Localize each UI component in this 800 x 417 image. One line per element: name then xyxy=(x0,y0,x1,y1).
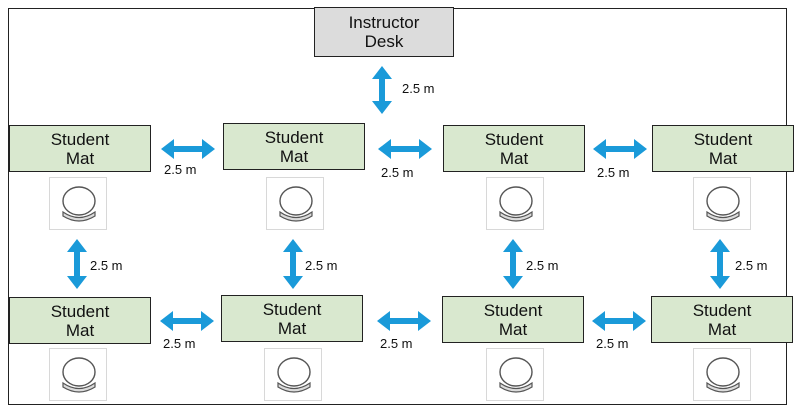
chair-r1-c2 xyxy=(266,177,324,230)
mat-label-line2: Mat xyxy=(65,320,95,340)
double-arrow-icon xyxy=(377,311,431,331)
distance-label-col1: 2.5 m xyxy=(90,258,123,273)
double-arrow-icon xyxy=(160,311,214,331)
mat-label-line2: Mat xyxy=(279,146,309,166)
mat-label-line2: Mat xyxy=(499,148,529,168)
double-arrow-icon xyxy=(593,139,647,159)
distance-label-r2-a: 2.5 m xyxy=(163,336,196,351)
double-arrow-icon xyxy=(710,239,730,289)
student-mat-r1-c2: Student Mat xyxy=(223,123,365,170)
double-arrow-icon xyxy=(503,239,523,289)
mat-label-line2: Mat xyxy=(498,319,528,339)
double-arrow-icon xyxy=(283,239,303,289)
chair-r2-c3 xyxy=(486,348,544,401)
instructor-desk-label-line1: Instructor xyxy=(348,13,420,32)
distance-label-col3: 2.5 m xyxy=(526,258,559,273)
mat-label-line2: Mat xyxy=(708,148,738,168)
chair-icon xyxy=(706,357,740,393)
double-arrow-icon xyxy=(67,239,87,289)
chair-icon xyxy=(62,186,96,222)
distance-label-r1-b: 2.5 m xyxy=(381,165,414,180)
chair-icon xyxy=(706,186,740,222)
student-mat-r2-c2: Student Mat xyxy=(221,295,363,342)
chair-r2-c4 xyxy=(693,348,751,401)
distance-label-desk: 2.5 m xyxy=(402,81,435,96)
mat-label-line1: Student xyxy=(484,129,544,149)
mat-label-line2: Mat xyxy=(707,319,737,339)
mat-label-line2: Mat xyxy=(65,148,95,168)
distance-label-r2-b: 2.5 m xyxy=(380,336,413,351)
double-arrow-icon xyxy=(378,139,432,159)
student-mat-r2-c4: Student Mat xyxy=(651,296,793,343)
mat-label-line1: Student xyxy=(50,129,110,149)
student-mat-r1-c4: Student Mat xyxy=(652,125,794,172)
chair-r1-c3 xyxy=(486,177,544,230)
mat-label-line1: Student xyxy=(262,299,322,319)
distance-label-col2: 2.5 m xyxy=(305,258,338,273)
chair-icon xyxy=(499,186,533,222)
chair-icon xyxy=(277,357,311,393)
student-mat-r2-c1: Student Mat xyxy=(9,297,151,344)
distance-label-r1-a: 2.5 m xyxy=(164,162,197,177)
student-mat-r2-c3: Student Mat xyxy=(442,296,584,343)
chair-icon xyxy=(499,357,533,393)
double-arrow-icon xyxy=(161,139,215,159)
mat-label-line1: Student xyxy=(692,300,752,320)
student-mat-r1-c3: Student Mat xyxy=(443,125,585,172)
mat-label-line1: Student xyxy=(264,127,324,147)
double-arrow-icon xyxy=(372,66,392,114)
distance-label-r1-c: 2.5 m xyxy=(597,165,630,180)
chair-icon xyxy=(279,186,313,222)
double-arrow-icon xyxy=(592,311,646,331)
distance-label-r2-c: 2.5 m xyxy=(596,336,629,351)
chair-icon xyxy=(62,357,96,393)
chair-r2-c1 xyxy=(49,348,107,401)
chair-r1-c4 xyxy=(693,177,751,230)
mat-label-line1: Student xyxy=(483,300,543,320)
chair-r1-c1 xyxy=(49,177,107,230)
mat-label-line2: Mat xyxy=(277,318,307,338)
distance-label-col4: 2.5 m xyxy=(735,258,768,273)
mat-label-line1: Student xyxy=(693,129,753,149)
student-mat-r1-c1: Student Mat xyxy=(9,125,151,172)
instructor-desk: Instructor Desk xyxy=(314,7,454,57)
chair-r2-c2 xyxy=(264,348,322,401)
mat-label-line1: Student xyxy=(50,301,110,321)
instructor-desk-label-line2: Desk xyxy=(364,32,404,51)
